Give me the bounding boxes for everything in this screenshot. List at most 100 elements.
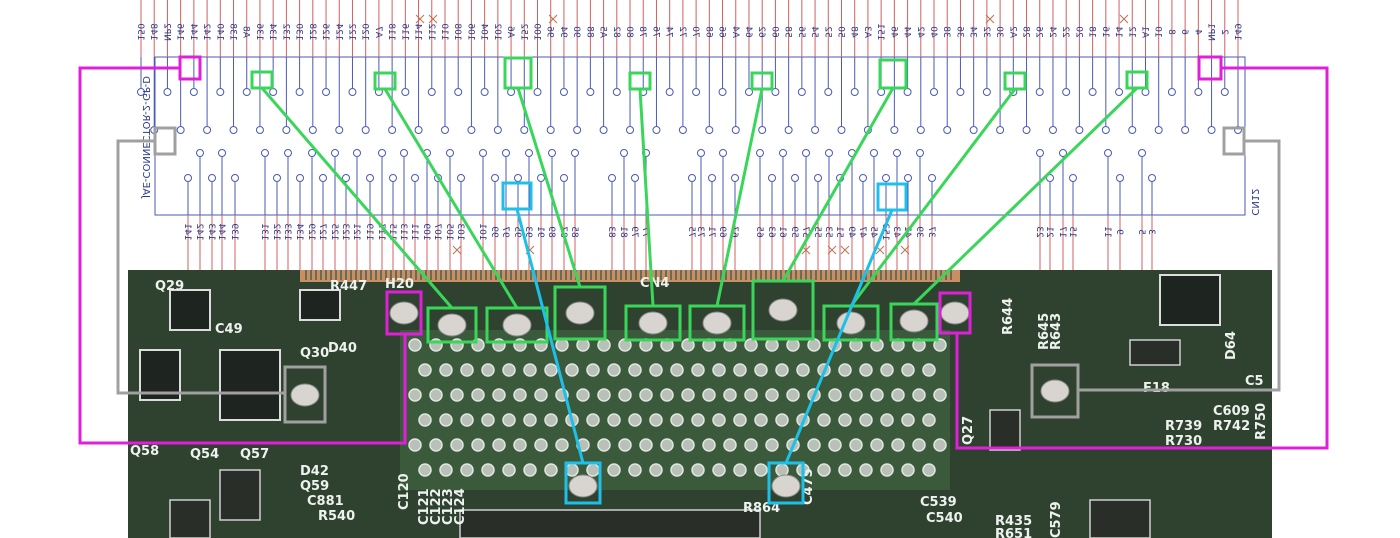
connector-pin [820,270,822,280]
bottom-pin-label: 139 [229,223,239,240]
correspondence-overlay [78,55,1329,505]
via-pad [754,463,768,477]
top-pin-label: 151 [875,23,885,40]
bottom-pin-label: 77 [640,226,650,237]
pin-pad [520,126,529,134]
via-pad [681,338,695,352]
connector-pin [565,270,567,280]
pin-pad [255,126,264,134]
silkscreen-label: D40 [328,341,357,356]
pin-pad [859,174,867,182]
bottom-pin-label: 144 [216,223,226,240]
via-pad [408,388,422,402]
connector-pin [750,270,752,280]
via-pad [555,438,569,452]
connector-pin [940,270,942,280]
pin-pad [1128,126,1137,134]
bottom-pin-label: 85 [569,226,579,237]
via-pad [681,438,695,452]
top-pin-label: 50 [835,26,845,38]
connector-pin [410,270,412,280]
connector-pin [605,270,607,280]
bottom-pin-label: 55 [812,226,822,237]
via-pad [691,463,705,477]
top-pin-label: 34 [968,26,978,38]
connector-pin [330,270,332,280]
connector-pin [685,270,687,280]
pin-pad [269,88,278,96]
via-pad [912,438,926,452]
top-pin-label: 128 [307,23,317,40]
connector-pin [315,270,317,280]
bottom-pin-label: 109 [421,223,431,240]
via-pad [597,388,611,402]
via-pad [859,463,873,477]
ground-pad-link [849,88,1017,307]
connector-pin [620,270,622,280]
pin-pad [718,88,727,96]
top-pin-label: 96 [545,26,555,38]
pin-pad [308,126,317,134]
top-pin-label: 56 [796,26,806,38]
pin-pad [378,149,386,157]
via-pad [744,388,758,402]
via-pad [712,413,726,427]
via-pad [492,438,506,452]
bottom-pin-label: 23 [1034,226,1044,237]
no-connect-mark [1119,14,1129,24]
via-pad [849,388,863,402]
pin-pad [514,174,522,182]
silkscreen-label: C49 [215,322,243,337]
bottom-pin-label: 134 [294,223,304,240]
pin-pad [1154,126,1163,134]
connector-pin [485,270,487,280]
bottom-pin-label: 61 [777,226,787,237]
connector-pin [510,270,512,280]
bottom-pin-label: 121 [351,223,361,240]
pin-pad [1167,88,1176,96]
top-pin-label: 132 [280,23,290,40]
via-pad [691,413,705,427]
via-pad [450,438,464,452]
connector-pin [860,270,862,280]
bottom-pin-label: 133 [282,223,292,240]
connector-pin [355,270,357,280]
via-pad [733,413,747,427]
pin-pad [771,88,780,96]
silkscreen-label: R447 [330,279,367,294]
connector-pin [570,270,572,280]
pin-pad [665,88,674,96]
pin-pad [342,174,350,182]
connector-pin [840,270,842,280]
pin-pad [756,149,764,157]
pin-pad [850,88,859,96]
silkscreen-label: R643 [1049,313,1064,350]
bottom-pin-label: 51 [834,226,844,237]
connector-pin [405,270,407,280]
via-pad [702,388,716,402]
top-pin-label: 6 [1179,29,1189,35]
bottom-pin-label: 73 [695,226,705,237]
pin-pad [824,88,833,96]
via-pad [901,413,915,427]
pin-pad [348,88,357,96]
connector-pin [370,270,372,280]
pin-pad [586,88,595,96]
connector-pin [885,270,887,280]
via-pad [628,413,642,427]
no-connect-mark [452,245,462,255]
pin-pad [768,174,776,182]
connector-pin [475,270,477,280]
top-pin-label: 48 [849,26,859,38]
solder-pad [437,313,467,337]
silkscreen-label: R742 [1213,419,1250,434]
pin-pad [454,88,463,96]
bottom-pin-label: 91 [535,226,545,237]
via-pad [439,363,453,377]
connector-pin [930,270,932,280]
pin-pad [322,88,331,96]
via-pad [544,413,558,427]
connector-pin [585,270,587,280]
via-pad [922,413,936,427]
